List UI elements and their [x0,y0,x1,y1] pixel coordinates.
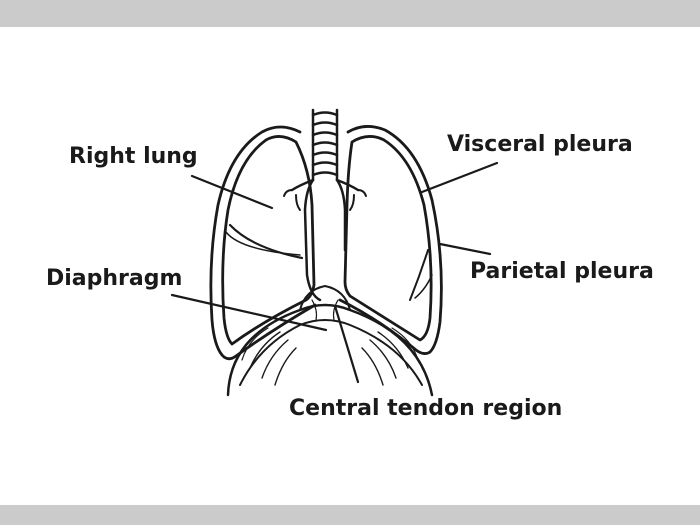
label-diaphragm: Diaphragm [46,266,183,291]
trachea [311,108,339,182]
left-lung [338,125,443,355]
leader-diaphragm [170,293,328,332]
diagram-canvas [0,27,700,505]
bottom-frame-band [0,505,700,525]
label-central-tendon-region: Central tendon region [289,396,563,421]
leader-lines [170,161,499,384]
right-lung [209,125,317,361]
top-frame-band [0,0,700,27]
label-right-lung: Right lung [69,144,198,169]
leader-right-lung [190,174,274,210]
leader-visceral-pleura [420,161,499,194]
label-parietal-pleura: Parietal pleura [470,259,654,284]
leader-parietal-pleura [438,242,492,256]
diaphragm-muscle [226,285,434,397]
leader-central-tendon [333,304,360,384]
label-visceral-pleura: Visceral pleura [447,132,633,157]
